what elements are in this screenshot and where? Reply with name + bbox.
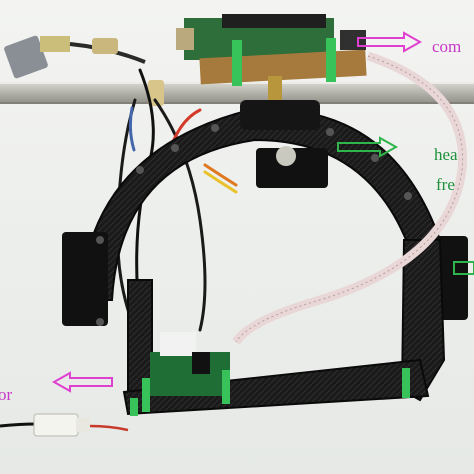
- label-top-right: com: [432, 37, 462, 56]
- arrow-green-middle: [337, 136, 399, 158]
- servo-top: [256, 148, 328, 188]
- arrow-magenta-bottom-left: [51, 371, 113, 393]
- arrow-green-right: [453, 261, 474, 275]
- control-board: [176, 14, 367, 86]
- label-bottom-left: or: [0, 385, 13, 404]
- pan-motor: [240, 100, 320, 130]
- label-middle-right-2: fre: [436, 175, 455, 194]
- servo-left: [62, 232, 108, 326]
- base-plate: [122, 332, 430, 416]
- top-left-connector: [4, 35, 146, 79]
- bottom-left-connector: [0, 413, 129, 437]
- label-middle-right-1: hea: [434, 145, 458, 164]
- arrow-magenta-top: [357, 31, 423, 53]
